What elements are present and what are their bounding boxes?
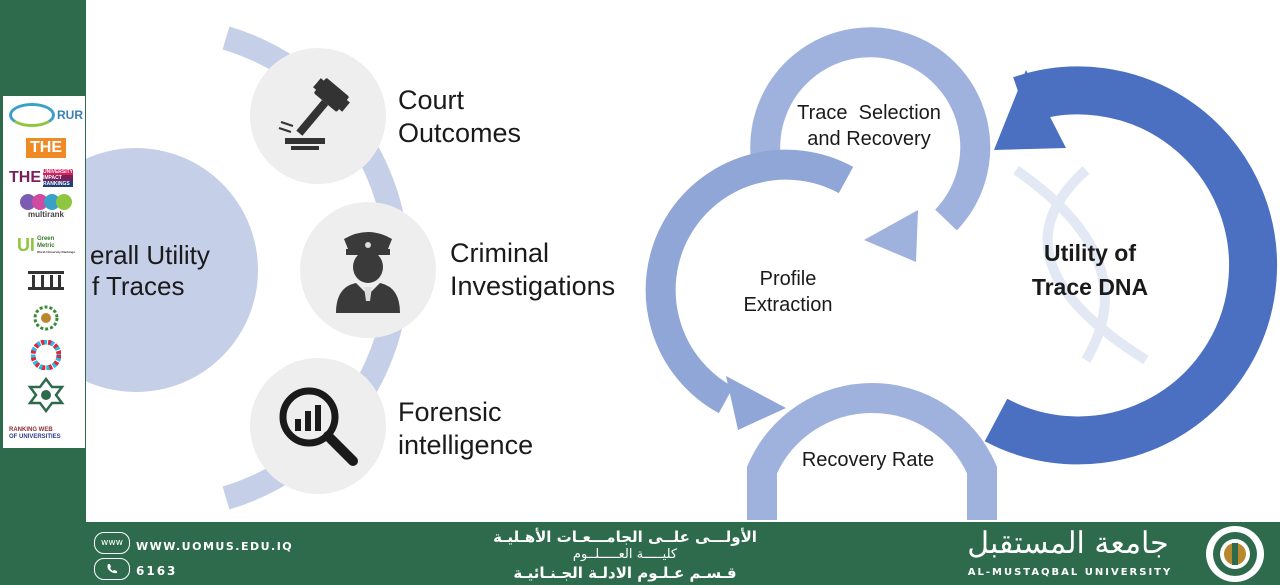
- court-outcomes-line2: Outcomes: [398, 118, 522, 148]
- dna-helix-icon: [1013, 165, 1149, 365]
- multirank-logo: multirank: [9, 192, 83, 220]
- arabic-line3: قـسـم عـلـوم الادلـة الجـنـائيـة: [513, 564, 737, 582]
- multirank-text: multirank: [27, 209, 64, 219]
- dna-cycle-arrowhead: [994, 70, 1066, 150]
- police-officer-icon: [336, 232, 400, 313]
- utility-line2: Trace DNA: [1031, 274, 1149, 300]
- greenmetric-line1: Green: [36, 236, 55, 242]
- recovery-rate-arc: [747, 383, 997, 520]
- multirank-circles-icon: [20, 193, 72, 210]
- dna-cycle-arc: [984, 66, 1278, 465]
- court-outcomes-line1: Court: [398, 85, 465, 115]
- profile-extraction-line2: Extraction: [743, 294, 833, 316]
- sdg-wheel-icon: [31, 340, 61, 370]
- rankings-logo-strip: RUR THE THE UNIVERSITY IMPACT RANKINGS m…: [3, 96, 85, 448]
- forensic-intelligence-label: Forensic intelligence: [398, 396, 533, 462]
- columns-icon: [28, 271, 64, 290]
- arab-rankings-logo: [9, 304, 83, 334]
- footer-bar: [0, 522, 1280, 585]
- the-impact-sub2: IMPACT: [43, 175, 74, 181]
- profile-extraction-arrowhead: [726, 376, 786, 430]
- profile-extraction-arc: [645, 149, 854, 414]
- court-outcomes-label: Court Outcomes: [398, 84, 521, 150]
- forensic-intelligence-line1: Forensic: [398, 397, 502, 427]
- the-impact-sub1: UNIVERSITY: [43, 169, 74, 175]
- rur-logo: RUR: [9, 102, 83, 128]
- overall-label-line2: f Traces: [92, 271, 185, 301]
- overall-label-line1: erall Utility: [90, 240, 210, 270]
- court-outcomes-icon-circle: [250, 48, 386, 184]
- trace-selection-arrowhead: [864, 210, 918, 262]
- gavel-icon: [278, 78, 350, 150]
- arabic-footer-text: الأولـــى علــى الجامـــعـات الأهـليـة ك…: [430, 528, 820, 582]
- laurel-wreath-icon: [33, 305, 59, 331]
- greenmetric-ui-icon: UI: [16, 234, 35, 255]
- rur-text: RUR: [57, 108, 83, 122]
- the-impact-sub3: RANKINGS: [43, 181, 74, 187]
- columns-logo: [9, 268, 83, 292]
- slide-canvas: erall Utility f Traces Court Outcomes: [86, 0, 1280, 522]
- sdg-logo: [9, 340, 83, 370]
- criminal-investigations-line2: Investigations: [450, 271, 616, 301]
- arabic-line1: الأولـــى علــى الجامـــعـات الأهـليـة: [493, 528, 757, 546]
- phone-text: 6163: [136, 564, 178, 578]
- criminal-investigations-icon-circle: [300, 202, 436, 338]
- arab-engineers-emblem-icon: [27, 377, 65, 413]
- magnifier-chart-icon: [279, 387, 358, 466]
- trace-selection-line1: Trace Selection: [797, 102, 941, 124]
- website-text[interactable]: WWW.UOMUS.EDU.IQ: [136, 540, 294, 553]
- webometrics-line2: OF UNIVERSITIES: [9, 434, 61, 440]
- profile-extraction-label: Profile Extraction: [722, 266, 854, 318]
- forensic-intelligence-icon-circle: [250, 358, 386, 494]
- arabic-line2: كليـــــة العـــــلــوم: [572, 547, 678, 562]
- the-impact-text: THE: [9, 169, 41, 186]
- recovery-rate-label: Recovery Rate: [801, 449, 935, 471]
- greenmetric-line2: Metric: [36, 243, 55, 249]
- profile-extraction-line1: Profile: [759, 268, 817, 290]
- university-seal-logo: [1206, 526, 1264, 582]
- www-icon: www: [94, 532, 130, 554]
- phone-icon: [94, 558, 130, 580]
- the-impact-logo: THE UNIVERSITY IMPACT RANKINGS: [9, 168, 83, 188]
- university-seal-icon: [1213, 532, 1257, 576]
- trace-selection-label: Trace Selection and Recovery: [776, 100, 962, 152]
- right-cycle-graphics: [645, 27, 1278, 520]
- webometrics-logo: RANKING WEB OF UNIVERSITIES: [9, 424, 83, 444]
- overall-utility-label: erall Utility f Traces: [90, 240, 210, 302]
- utility-trace-dna-label: Utility of Trace DNA: [1012, 236, 1168, 304]
- university-english-name: AL-MUSTAQBAL UNIVERSITY: [967, 567, 1173, 578]
- trace-selection-line2: and Recovery: [807, 128, 931, 150]
- arab-engineers-logo: [9, 376, 83, 414]
- forensic-intelligence-line2: intelligence: [398, 430, 534, 460]
- the-impact-sub: UNIVERSITY IMPACT RANKINGS: [43, 169, 74, 187]
- rur-swirl-icon: [9, 103, 55, 127]
- trace-selection-arc: [750, 27, 991, 231]
- the-logo: THE: [9, 136, 83, 160]
- greenmetric-logo: UI Green Metric World University Ranking…: [9, 228, 83, 262]
- university-arabic-name: جامعة المستقبل: [967, 526, 1169, 561]
- overall-utility-circle: [86, 148, 258, 392]
- greenmetric-line3: World University Rankings: [36, 250, 76, 254]
- utility-line1: Utility of: [1044, 240, 1136, 266]
- webometrics-line1: RANKING WEB: [9, 427, 53, 433]
- criminal-investigations-label: Criminal Investigations: [450, 237, 615, 303]
- criminal-investigations-line1: Criminal: [450, 238, 550, 268]
- the-text: THE: [26, 138, 66, 158]
